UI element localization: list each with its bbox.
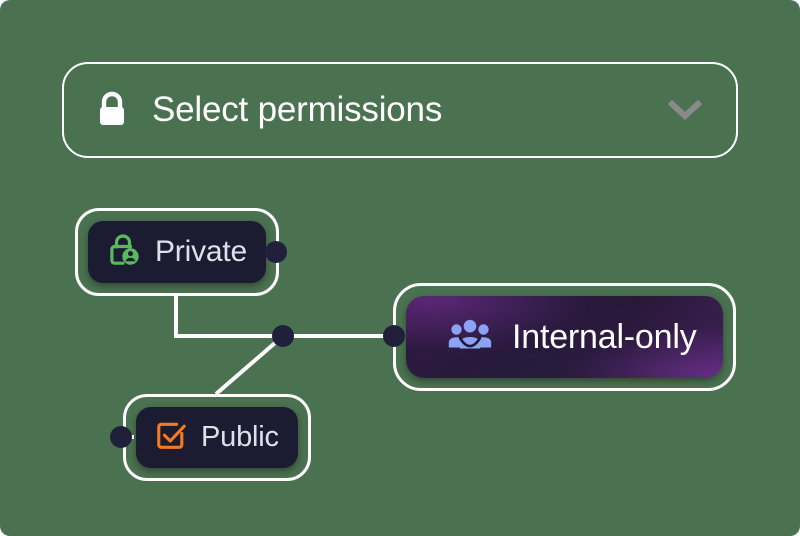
- groups-icon: [448, 318, 492, 357]
- port-private-right[interactable]: [265, 241, 287, 263]
- permissions-select-label: Select permissions: [152, 90, 443, 129]
- node-private-card: Private: [88, 221, 266, 283]
- lock-icon: [94, 90, 130, 130]
- port-public-left[interactable]: [110, 426, 132, 448]
- node-internal-only[interactable]: Internal-only: [393, 283, 736, 391]
- node-public-label: Public: [201, 421, 279, 453]
- edge-junction-dot[interactable]: [272, 325, 294, 347]
- chevron-down-icon[interactable]: [667, 99, 703, 121]
- node-internal-only-card: Internal-only: [406, 296, 723, 378]
- edge-private-to-junction: [174, 296, 283, 338]
- node-private[interactable]: Private: [75, 208, 279, 296]
- node-private-label: Private: [155, 235, 247, 268]
- edge-public-to-junction: [214, 334, 285, 396]
- checkbox-checked-icon: [155, 419, 187, 456]
- permissions-select-dropdown[interactable]: Select permissions: [62, 62, 738, 158]
- node-internal-only-label: Internal-only: [512, 317, 697, 356]
- node-public-card: Public: [136, 407, 298, 468]
- node-public[interactable]: Public: [123, 394, 311, 481]
- port-internal-only-left[interactable]: [383, 325, 405, 347]
- lock-person-icon: [107, 232, 141, 273]
